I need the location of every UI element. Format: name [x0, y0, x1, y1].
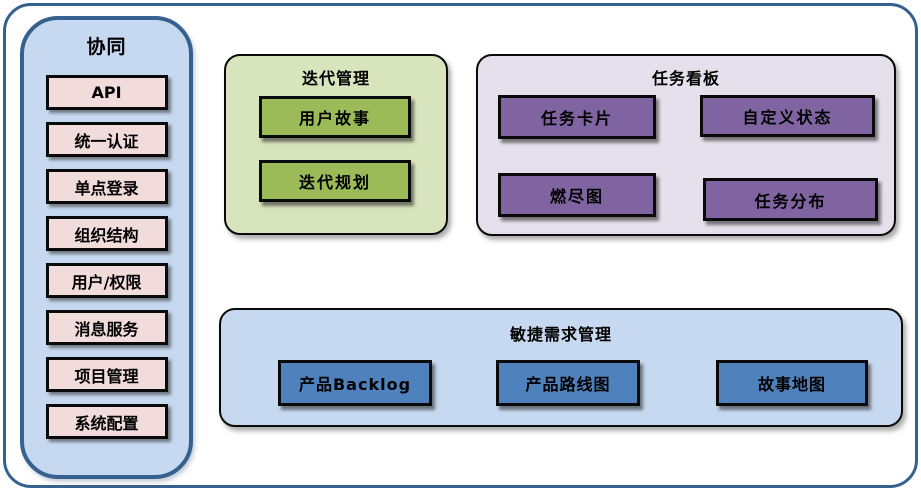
sidebar-item-org-structure: 组织结构	[45, 216, 168, 251]
node-story-map: 故事地图	[716, 360, 868, 406]
sidebar-item-api: API	[45, 75, 168, 110]
agile-requirement-title: 敏捷需求管理	[509, 325, 612, 344]
agile-requirement-panel: 敏捷需求管理 产品Backlog 产品路线图 故事地图	[219, 308, 903, 427]
sidebar-item-unified-auth: 统一认证	[45, 122, 168, 157]
sidebar-item-message-service: 消息服务	[45, 310, 168, 345]
task-board-panel: 任务看板 任务卡片 自定义状态 燃尽图 任务分布	[476, 54, 896, 236]
collaboration-panel: 协同 API 统一认证 单点登录 组织结构 用户/权限 消息服务 项目管理 系统…	[20, 16, 193, 479]
task-board-title: 任务看板	[651, 69, 720, 88]
collaboration-item-list: API 统一认证 单点登录 组织结构 用户/权限 消息服务 项目管理 系统配置	[45, 75, 168, 439]
diagram-frame: 协同 API 统一认证 单点登录 组织结构 用户/权限 消息服务 项目管理 系统…	[3, 3, 918, 488]
node-burndown-chart: 燃尽图	[498, 173, 656, 217]
node-task-card: 任务卡片	[498, 95, 656, 139]
sidebar-item-project-management: 项目管理	[45, 357, 168, 392]
node-custom-status: 自定义状态	[700, 95, 875, 137]
collaboration-panel-title: 协同	[86, 36, 127, 58]
node-product-roadmap: 产品路线图	[496, 360, 640, 406]
node-user-story: 用户故事	[259, 96, 411, 138]
sidebar-item-user-permission: 用户/权限	[45, 263, 168, 298]
node-task-distribution: 任务分布	[703, 178, 878, 221]
iteration-management-title: 迭代管理	[301, 69, 370, 88]
node-product-backlog: 产品Backlog	[278, 360, 432, 406]
sidebar-item-system-config: 系统配置	[45, 404, 168, 439]
node-iteration-planning: 迭代规划	[259, 160, 411, 202]
sidebar-item-sso: 单点登录	[45, 169, 168, 204]
iteration-management-panel: 迭代管理 用户故事 迭代规划	[224, 54, 448, 235]
